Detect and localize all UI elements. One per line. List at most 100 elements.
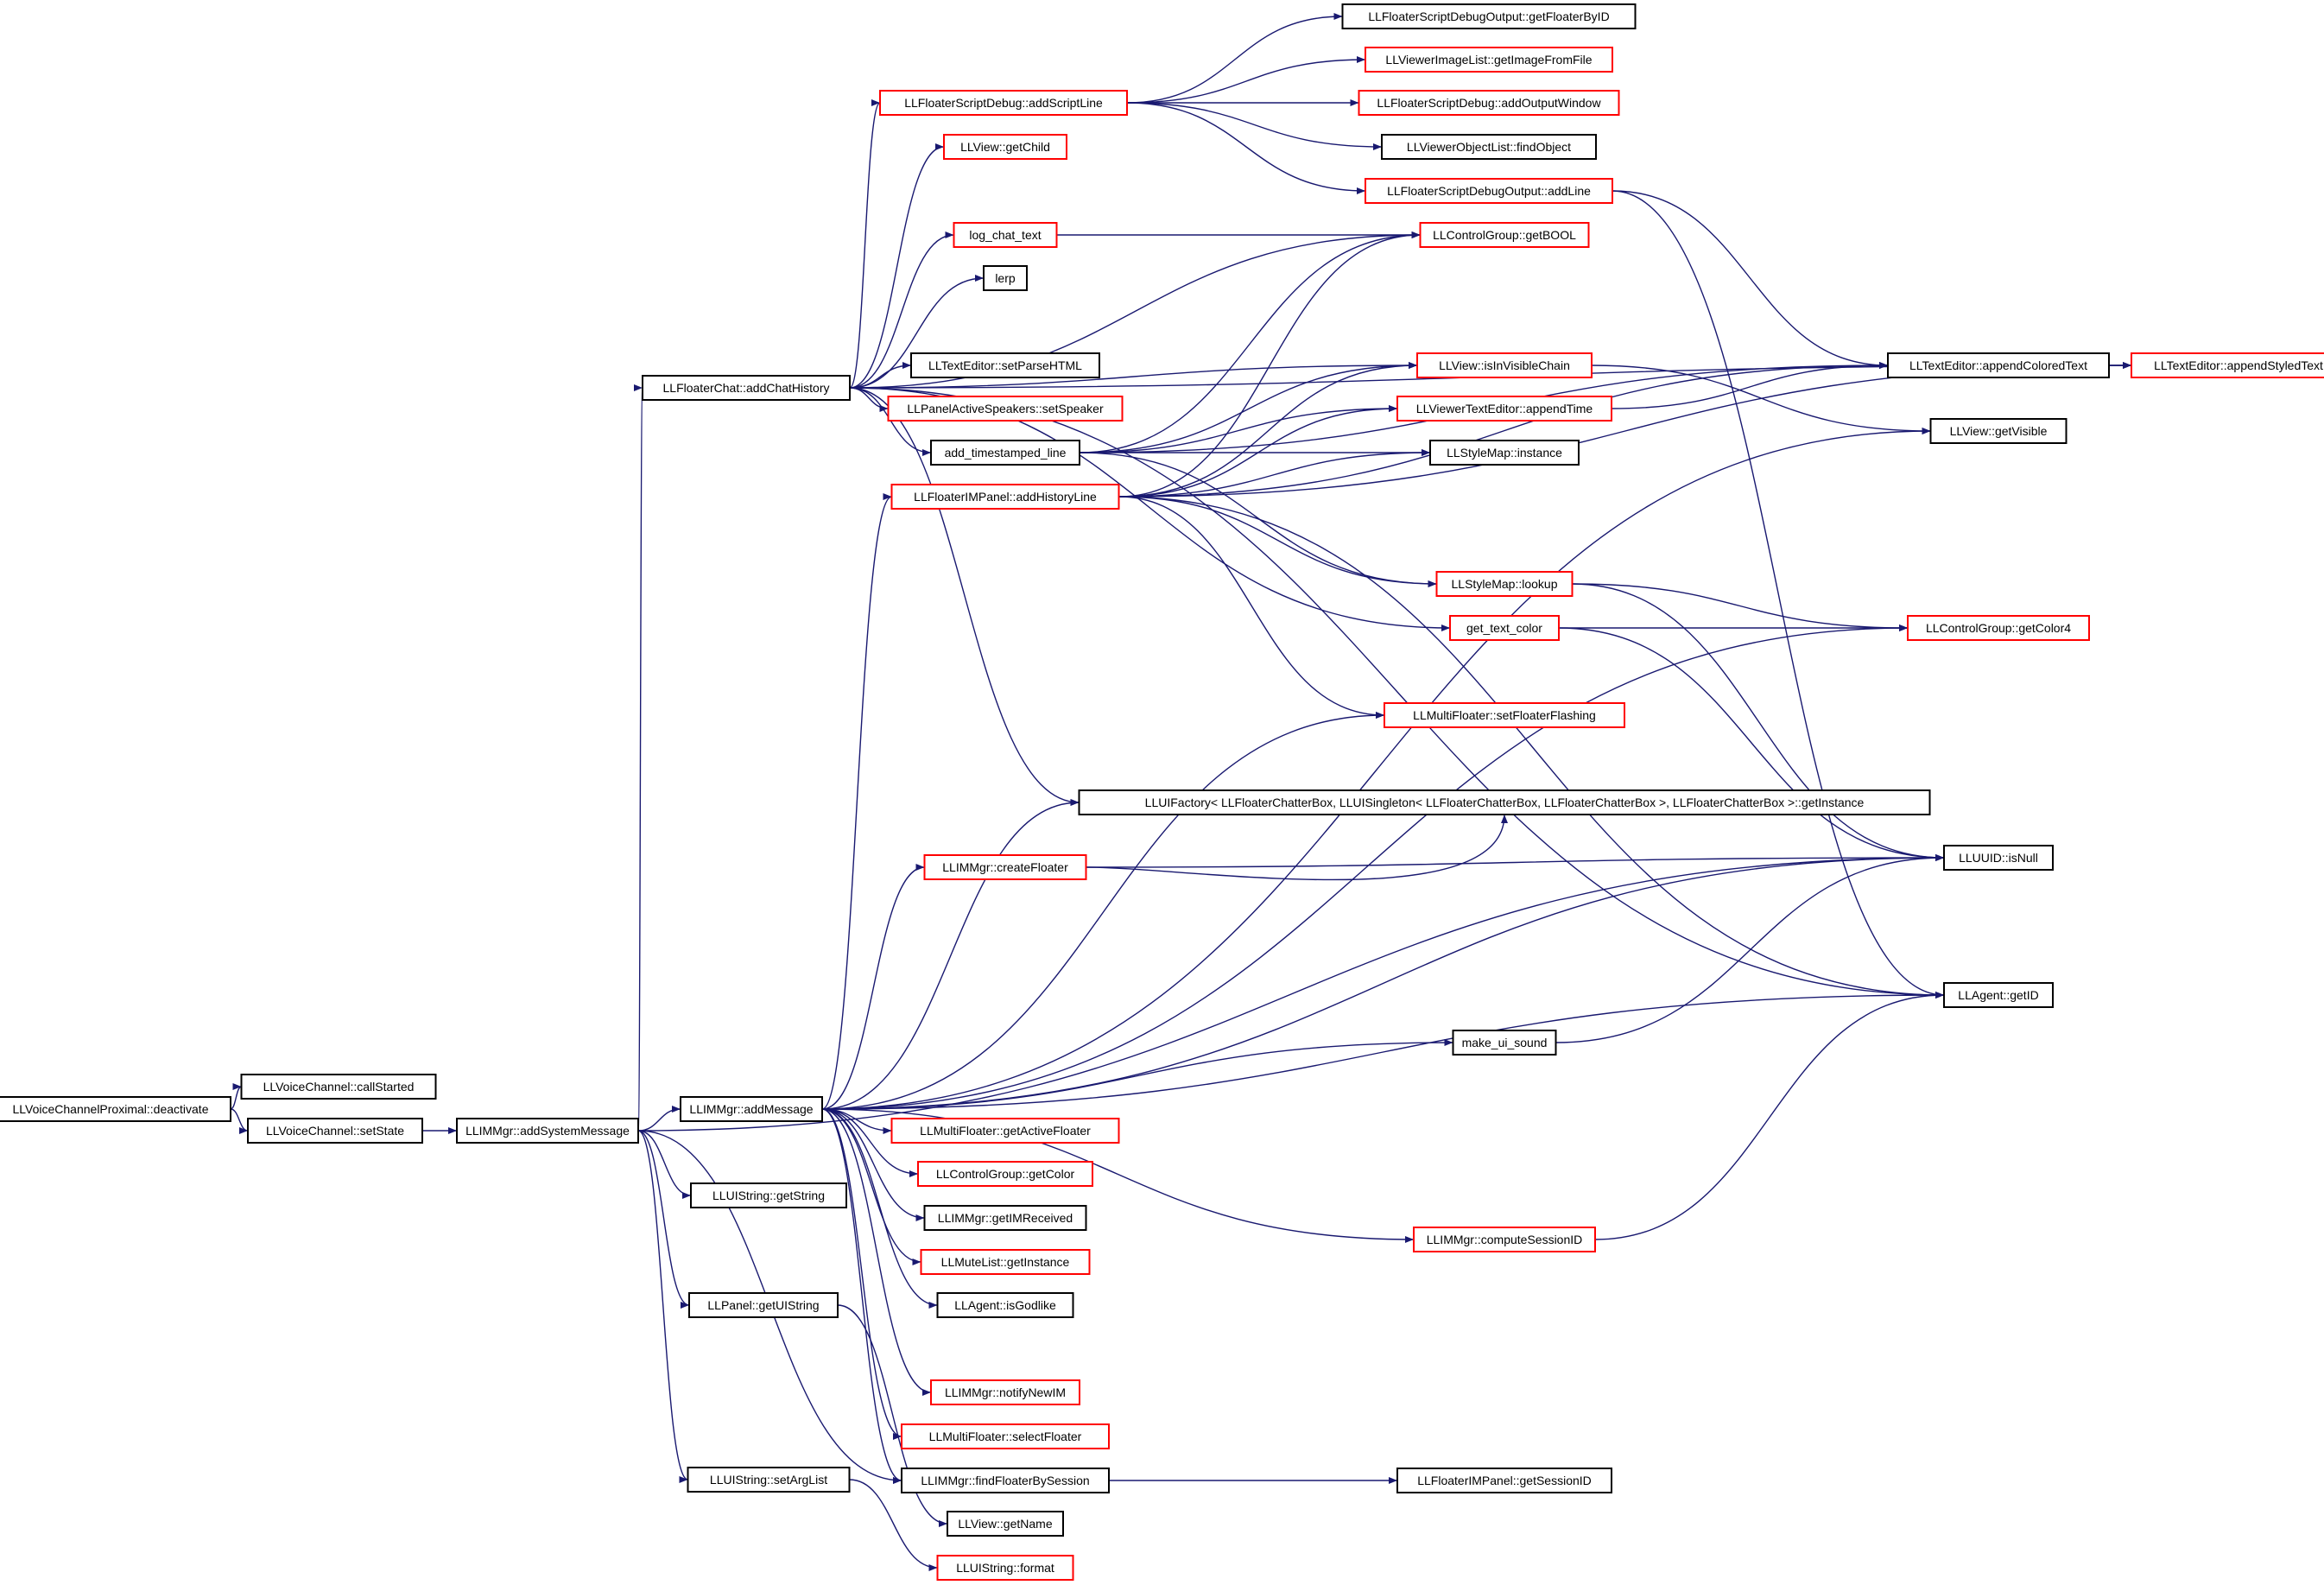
node-append-styled-text[interactable]: LLTextEditor::appendStyledText — [2131, 352, 2324, 378]
node-add-output-window[interactable]: LLFloaterScriptDebug::addOutputWindow — [1358, 90, 1620, 116]
node-label: LLAgent::getID — [1958, 988, 2038, 1002]
node-is-godlike[interactable]: LLAgent::isGodlike — [936, 1292, 1074, 1318]
node-get-id[interactable]: LLAgent::getID — [1943, 982, 2054, 1008]
node-set-state[interactable]: LLVoiceChannel::setState — [247, 1118, 423, 1144]
edge-add-message-to-is-godlike — [821, 1108, 938, 1309]
node-label: LLIMMgr::notifyNewIM — [945, 1385, 1066, 1399]
node-add-timestamped-line[interactable]: add_timestamped_line — [930, 440, 1080, 466]
node-add-script-line[interactable]: LLFloaterScriptDebug::addScriptLine — [879, 90, 1128, 116]
node-root[interactable]: LLVoiceChannelProximal::deactivate — [0, 1096, 231, 1122]
node-label: LLMultiFloater::setFloaterFlashing — [1413, 708, 1596, 722]
edge-add-message-to-get-id — [821, 992, 1945, 1110]
node-get-color[interactable]: LLControlGroup::getColor — [917, 1161, 1093, 1187]
node-set-speaker[interactable]: LLPanelActiveSpeakers::setSpeaker — [887, 396, 1124, 422]
node-label: LLView::getChild — [960, 140, 1050, 154]
node-add-chat-history[interactable]: LLFloaterChat::addChatHistory — [642, 375, 851, 401]
node-label: LLMultiFloater::getActiveFloater — [920, 1124, 1091, 1138]
edge-add-chat-history-to-get-bool — [849, 231, 1421, 389]
node-get-floater-by-id[interactable]: LLFloaterScriptDebugOutput::getFloaterBy… — [1341, 3, 1637, 29]
node-label: LLIMMgr::computeSessionID — [1427, 1233, 1583, 1246]
node-label: LLIMMgr::findFloaterBySession — [921, 1474, 1089, 1487]
node-get-color4[interactable]: LLControlGroup::getColor4 — [1907, 615, 2090, 641]
node-get-child[interactable]: LLView::getChild — [943, 134, 1067, 160]
node-is-in-visible-chain[interactable]: LLView::isInVisibleChain — [1416, 352, 1593, 378]
edge-add-message-to-chatter-get-instance — [821, 799, 1080, 1110]
node-label: LLUUID::isNull — [1959, 851, 2038, 865]
node-label: LLIMMgr::createFloater — [942, 860, 1068, 874]
node-get-bool[interactable]: LLControlGroup::getBOOL — [1419, 222, 1590, 248]
node-label: LLVoiceChannel::setState — [266, 1124, 404, 1138]
node-set-floater-flashing[interactable]: LLMultiFloater::setFloaterFlashing — [1384, 702, 1625, 728]
node-find-floater-by-session[interactable]: LLIMMgr::findFloaterBySession — [901, 1468, 1110, 1493]
node-append-colored-text[interactable]: LLTextEditor::appendColoredText — [1887, 352, 2110, 378]
node-select-floater[interactable]: LLMultiFloater::selectFloater — [901, 1423, 1110, 1449]
node-set-parse-html[interactable]: LLTextEditor::setParseHTML — [910, 352, 1100, 378]
edge-add-history-line-to-style-lookup — [1118, 496, 1437, 587]
node-get-visible[interactable]: LLView::getVisible — [1929, 418, 2068, 444]
node-add-system-message[interactable]: LLIMMgr::addSystemMessage — [456, 1118, 639, 1144]
edge-get-uistring-to-get-name — [837, 1304, 948, 1527]
node-box — [890, 484, 1120, 510]
node-call-started[interactable]: LLVoiceChannel::callStarted — [240, 1074, 437, 1100]
node-get-uistring[interactable]: LLPanel::getUIString — [688, 1292, 839, 1318]
node-label: get_text_color — [1466, 621, 1542, 635]
node-get-text-color[interactable]: get_text_color — [1449, 615, 1560, 641]
node-is-null[interactable]: LLUUID::isNull — [1943, 845, 2054, 871]
node-set-arg-list[interactable]: LLUIString::setArgList — [687, 1467, 851, 1493]
node-add-message[interactable]: LLIMMgr::addMessage — [680, 1096, 823, 1122]
node-style-lookup[interactable]: LLStyleMap::lookup — [1435, 571, 1574, 597]
edge-set-arg-list-to-format — [849, 1479, 938, 1571]
node-box — [1449, 615, 1560, 641]
node-compute-session-id[interactable]: LLIMMgr::computeSessionID — [1413, 1227, 1596, 1252]
edge-add-history-line-to-append-time — [1118, 405, 1398, 498]
node-get-name[interactable]: LLView::getName — [947, 1511, 1064, 1537]
node-box — [1429, 440, 1580, 466]
node-label: LLUIFactory< LLFloaterChatterBox, LLUISi… — [1145, 796, 1865, 809]
edge-add-line-to-get-id — [1612, 190, 1945, 999]
node-box — [936, 1292, 1074, 1318]
edge-add-message-to-select-floater — [821, 1108, 902, 1440]
node-get-imreceived[interactable]: LLIMMgr::getIMReceived — [923, 1205, 1087, 1231]
edge-add-script-line-to-get-floater-by-id — [1126, 13, 1343, 104]
edge-add-timestamped-line-to-get-bool — [1079, 231, 1421, 453]
node-notify-new-im[interactable]: LLIMMgr::notifyNewIM — [930, 1379, 1080, 1405]
edge-add-history-line-to-get-id — [1118, 496, 1945, 999]
node-get-image-from-file[interactable]: LLViewerImageList::getImageFromFile — [1365, 47, 1613, 73]
node-create-floater[interactable]: LLIMMgr::createFloater — [923, 854, 1087, 880]
node-label: LLPanelActiveSpeakers::setSpeaker — [907, 402, 1104, 415]
edge-add-system-message-to-uistr-get-string — [637, 1130, 692, 1199]
node-log-chat-text[interactable]: log_chat_text — [953, 222, 1058, 248]
node-box — [1452, 1030, 1557, 1056]
node-mute-get-instance[interactable]: LLMuteList::getInstance — [920, 1249, 1091, 1275]
node-label: LLMuteList::getInstance — [941, 1255, 1070, 1269]
node-uistr-get-string[interactable]: LLUIString::getString — [690, 1182, 847, 1208]
node-label: LLFloaterScriptDebugOutput::addLine — [1387, 184, 1591, 198]
node-get-session-id[interactable]: LLFloaterIMPanel::getSessionID — [1396, 1468, 1612, 1493]
edge-add-message-to-get-imreceived — [821, 1108, 925, 1221]
edge-add-message-to-make-ui-sound — [821, 1039, 1453, 1110]
node-lerp[interactable]: lerp — [983, 265, 1028, 291]
node-find-object[interactable]: LLViewerObjectList::findObject — [1381, 134, 1597, 160]
node-label: LLMultiFloater::selectFloater — [929, 1430, 1082, 1443]
node-box — [1396, 396, 1612, 422]
node-box — [1929, 418, 2068, 444]
node-style-map-instance[interactable]: LLStyleMap::instance — [1429, 440, 1580, 466]
edge-add-message-to-compute-session-id — [821, 1108, 1415, 1243]
node-label: LLIMMgr::addMessage — [689, 1102, 813, 1116]
node-append-time[interactable]: LLViewerTextEditor::appendTime — [1396, 396, 1612, 422]
edge-add-history-line-to-append-colored-text — [1118, 362, 1889, 498]
node-get-active-floater[interactable]: LLMultiFloater::getActiveFloater — [890, 1118, 1120, 1144]
node-make-ui-sound[interactable]: make_ui_sound — [1452, 1030, 1557, 1056]
node-chatter-get-instance[interactable]: LLUIFactory< LLFloaterChatterBox, LLUISi… — [1078, 789, 1931, 815]
node-box — [1341, 3, 1637, 29]
edges-layer — [230, 13, 2132, 1571]
node-add-history-line[interactable]: LLFloaterIMPanel::addHistoryLine — [890, 484, 1120, 510]
node-format[interactable]: LLUIString::format — [936, 1555, 1074, 1581]
node-add-line[interactable]: LLFloaterScriptDebugOutput::addLine — [1365, 178, 1613, 204]
node-box — [240, 1074, 437, 1100]
edge-add-system-message-to-set-arg-list — [637, 1130, 688, 1483]
node-label: LLFloaterChat::addChatHistory — [663, 381, 830, 395]
node-box — [930, 1379, 1080, 1405]
edge-append-time-to-append-colored-text — [1611, 362, 1889, 409]
